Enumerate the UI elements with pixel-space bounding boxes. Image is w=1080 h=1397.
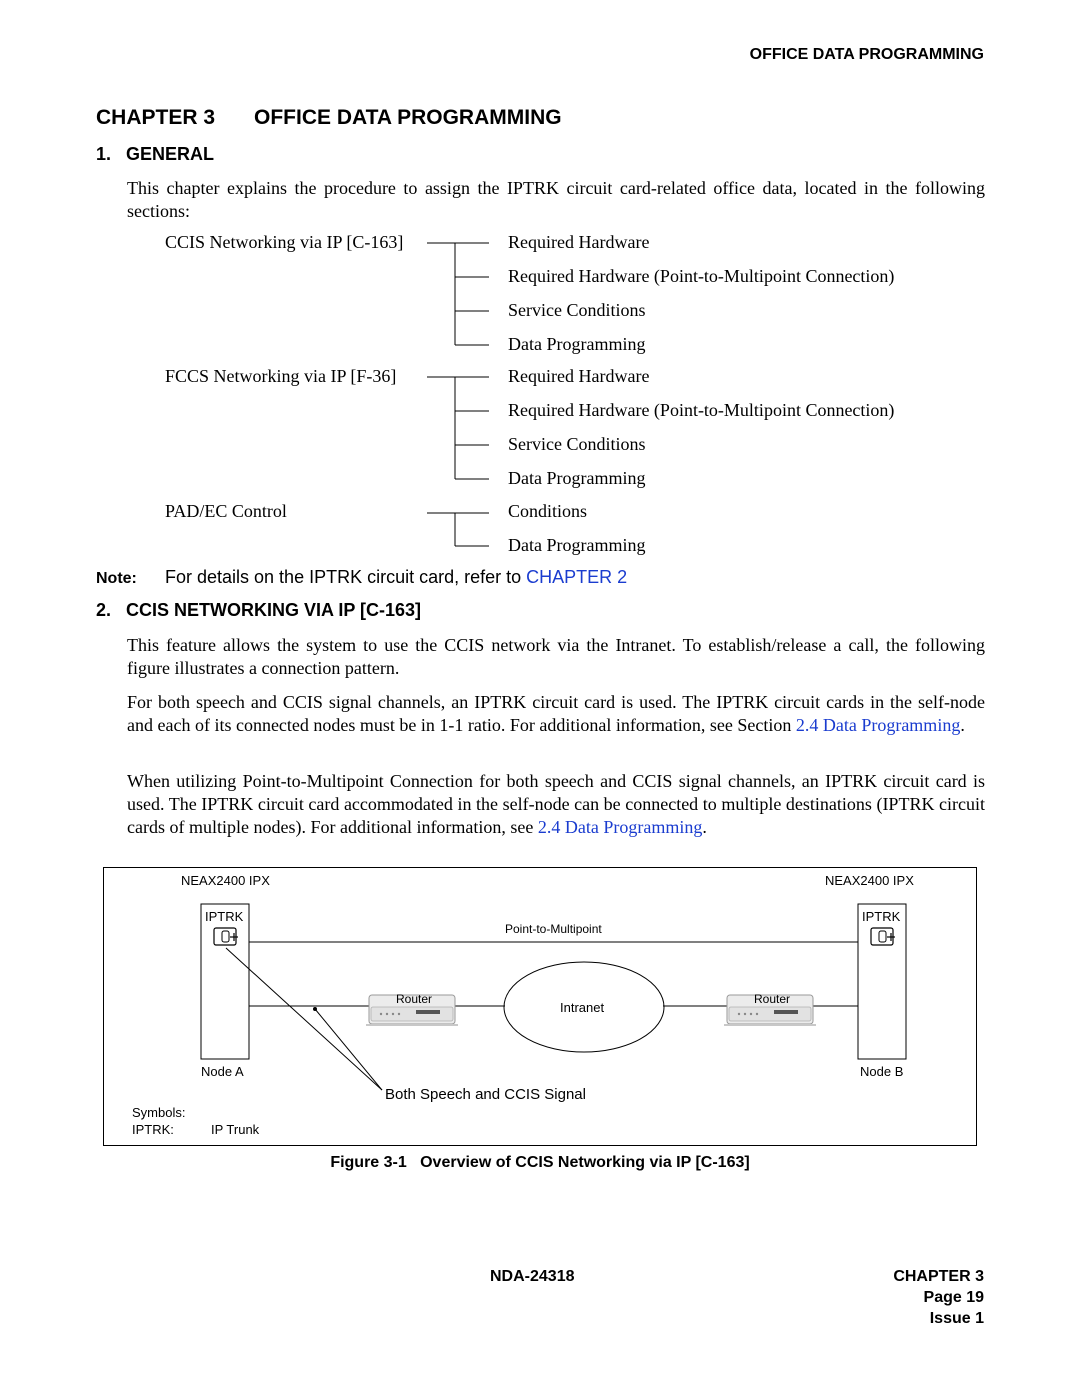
paragraph-2-end: . xyxy=(960,715,965,735)
chapter-number: CHAPTER 3 xyxy=(96,106,216,129)
note-text: For details on the IPTRK circuit card, r… xyxy=(165,567,522,587)
tree-item: Required Hardware xyxy=(508,366,650,386)
figure-overview xyxy=(103,867,977,1146)
symbol-value: IP Trunk xyxy=(211,1122,260,1137)
data-programming-link[interactable]: 2.4 Data Programming xyxy=(537,817,703,837)
router-icon-right xyxy=(724,994,816,1026)
data-programming-link[interactable]: 2.4 Data Programming xyxy=(795,715,961,735)
footer-page: Page 19 xyxy=(923,1289,984,1306)
tree-item: Conditions xyxy=(508,501,588,521)
intranet-cloud xyxy=(503,961,665,1053)
figure-diagram xyxy=(200,903,907,1091)
tree-group-fccs-label: FCCS Networking via IP [F-36] xyxy=(165,366,397,386)
symbols-label: Symbols: xyxy=(132,1105,186,1120)
tree-item: Required Hardware xyxy=(508,232,650,252)
callout-dot xyxy=(313,1007,317,1011)
intranet-label: Intranet xyxy=(560,1000,605,1015)
tree-item: Data Programming xyxy=(508,334,646,354)
node-a-label: Node A xyxy=(201,1064,244,1079)
note: Note: For details on the IPTRK circuit ca… xyxy=(96,567,627,588)
section-2-title: CCIS NETWORKING VIA IP [C-163] xyxy=(126,600,422,620)
tree-item: Required Hardware (Point-to-Multipoint C… xyxy=(508,266,895,286)
section-2-paragraph-2: For both speech and CCIS signal channels… xyxy=(127,691,985,737)
section-1-heading: 1. GENERAL xyxy=(96,144,214,165)
paragraph-3-text: When utilizing Point-to-Multipoint Conne… xyxy=(127,771,985,837)
note-chapter-link[interactable]: CHAPTER 2 xyxy=(526,567,628,587)
tree-item: Service Conditions xyxy=(508,434,646,454)
chapter-name: OFFICE DATA PROGRAMMING xyxy=(254,106,562,129)
paragraph-3-end: . xyxy=(702,817,707,837)
signal-label: Both Speech and CCIS Signal xyxy=(385,1086,586,1103)
left-router-label: Router xyxy=(396,992,433,1006)
chapter-title: CHAPTER 3 OFFICE DATA PROGRAMMING xyxy=(96,106,562,130)
section-2-number: 2. xyxy=(96,600,112,620)
left-iptrk-label: IPTRK xyxy=(205,909,244,924)
section-1-intro: This chapter explains the procedure to a… xyxy=(127,178,985,221)
tree-item: Service Conditions xyxy=(508,300,646,320)
right-system-label: NEAX2400 IPX xyxy=(825,873,914,888)
footer-issue: Issue 1 xyxy=(929,1310,984,1327)
footer-document-number: NDA-24318 xyxy=(490,1268,575,1285)
symbol-key: IPTRK: xyxy=(132,1122,174,1137)
left-system-label: NEAX2400 IPX xyxy=(181,873,270,888)
tree-item: Required Hardware (Point-to-Multipoint C… xyxy=(508,400,895,420)
right-iptrk-label: IPTRK xyxy=(862,909,901,924)
tree-group-ccis-label: CCIS Networking via IP [C-163] xyxy=(165,232,404,252)
tree-item: Data Programming xyxy=(508,468,646,488)
callout-line-lower xyxy=(314,1008,383,1091)
section-1-number: 1. xyxy=(96,144,112,164)
tree-connectors xyxy=(427,242,489,547)
iptrk-card-icon-left xyxy=(213,927,238,946)
node-b-box xyxy=(857,903,907,1060)
paragraph-2-text: For both speech and CCIS signal channels… xyxy=(127,692,985,735)
node-b-label: Node B xyxy=(860,1064,904,1079)
right-router-label: Router xyxy=(754,992,791,1006)
node-a-box xyxy=(200,903,250,1060)
running-header: OFFICE DATA PROGRAMMING xyxy=(749,46,984,63)
footer-chapter: CHAPTER 3 xyxy=(893,1268,984,1285)
router-icon-left xyxy=(366,994,458,1026)
section-2-paragraph-3: When utilizing Point-to-Multipoint Conne… xyxy=(127,770,985,839)
section-1-title: GENERAL xyxy=(126,144,215,164)
figure-caption: Figure 3-1 Overview of CCIS Networking v… xyxy=(330,1154,750,1171)
iptrk-card-icon-right xyxy=(870,927,895,946)
tree-item: Data Programming xyxy=(508,535,646,555)
tree-group-pad-label: PAD/EC Control xyxy=(165,501,287,521)
point-to-multipoint-label: Point-to-Multipoint xyxy=(505,922,602,936)
callout-line-upper xyxy=(225,947,383,1091)
section-2-heading: 2. CCIS NETWORKING VIA IP [C-163] xyxy=(96,600,421,621)
note-label: Note: xyxy=(96,570,137,587)
section-2-paragraph-1: This feature allows the system to use th… xyxy=(127,635,985,678)
